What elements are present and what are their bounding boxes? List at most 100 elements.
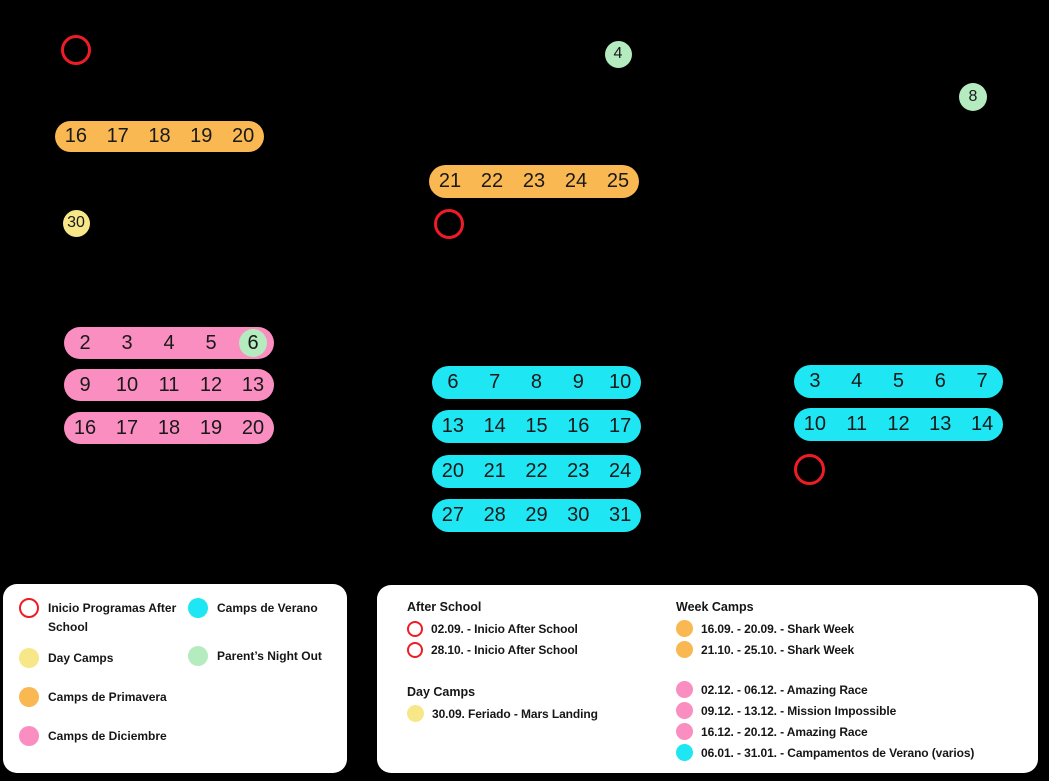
october-program-start-ring-icon (434, 209, 464, 239)
orange-dot-icon (676, 620, 693, 637)
legend-item: Parent’s Night Out (188, 646, 343, 666)
calendar-day: 8 (530, 371, 543, 393)
calendar-day: 11 (158, 373, 180, 396)
event-group-title: Week Camps (676, 600, 754, 614)
event-row: 02.09. - Inicio After School (407, 618, 598, 639)
red-ring-icon (407, 620, 423, 637)
calendar-day: 31 (608, 504, 632, 526)
calendar-day: 9 (572, 371, 584, 393)
cyan-dot-icon (676, 744, 693, 761)
calendar-day: 18 (148, 125, 171, 147)
calendar-day: 12 (887, 413, 910, 435)
legend-label: Day Camps (48, 651, 114, 665)
calendar-day: 3 (121, 331, 133, 354)
calendar-day: 12 (199, 373, 223, 396)
calendar-day: 10 (115, 373, 139, 396)
event-group: Week Camps 16.09. - 20.09. - Shark Week 21… (676, 597, 974, 763)
event-label: 06.01. - 31.01. - Campamentos de Verano … (701, 745, 975, 760)
calendar-day: 14 (483, 415, 506, 437)
event-group-title: Day Camps (407, 685, 476, 699)
legend-item: Camps de Verano (188, 598, 343, 618)
calendar-day: 14 (970, 413, 994, 435)
legend-item: Camps de Diciembre (19, 726, 189, 746)
february-program-start-ring-icon (793, 453, 825, 485)
event-row: 21.10. - 25.10. - Shark Week (676, 639, 974, 660)
calendar-day: 13 (929, 413, 952, 435)
red-ring-icon (407, 641, 423, 658)
calendar-day: 15 (525, 415, 548, 437)
event-row: 02.12. - 06.12. - Amazing Race (676, 679, 974, 700)
calendar-day: 22 (525, 460, 548, 482)
pink-dot-icon (676, 702, 693, 719)
calendar-day: 3 (809, 370, 821, 392)
september-program-start-ring-icon (61, 35, 91, 65)
pink-dot-icon (676, 681, 693, 698)
legend-item: Camps de Primavera (19, 687, 189, 707)
event-row: 16.12. - 20.12. - Amazing Race (676, 721, 974, 742)
calendar-day: 17 (608, 415, 632, 437)
october-day-circle: 4 (604, 40, 632, 68)
calendar-day: 19 (199, 416, 223, 439)
calendar-day: 23 (567, 460, 590, 482)
event-label: 21.10. - 25.10. - Shark Week (701, 642, 855, 657)
calendar-day: 24 (564, 170, 588, 192)
calendar-day: 29 (525, 504, 548, 526)
calendar-day: 5 (892, 370, 905, 392)
legend-label: Parent’s Night Out (217, 649, 322, 663)
event-spacer (676, 660, 974, 679)
calendar-day: 2 (79, 331, 91, 354)
event-label: 16.09. - 20.09. - Shark Week (701, 621, 855, 636)
calendar-day: 21 (483, 460, 506, 482)
calendar-day: 25 (606, 170, 630, 192)
event-label: 09.12. - 13.12. - Mission Impossible (701, 703, 897, 718)
green-dot-icon (188, 646, 208, 666)
calendar-day: 16 (73, 416, 97, 439)
legend-label: Inicio Programas After School (48, 601, 177, 634)
calendar-day: 21 (438, 170, 462, 192)
pink-dot-icon (19, 726, 39, 746)
calendar-day: 4 (163, 331, 175, 354)
calendar-day: 17 (115, 416, 139, 439)
calendar-day: 13 (441, 415, 465, 437)
event-row: 16.09. - 20.09. - Shark Week (676, 618, 974, 639)
event-label: 28.10. - Inicio After School (431, 642, 578, 657)
orange-dot-icon (19, 687, 39, 707)
calendar-day: 11 (846, 413, 868, 435)
calendar-day: 6 (934, 370, 946, 392)
red-ring-icon (19, 598, 39, 618)
calendar-day: 20 (241, 416, 265, 439)
calendar-day: 30 (567, 504, 590, 526)
calendar-day: 7 (976, 370, 988, 392)
event-label: 02.12. - 06.12. - Amazing Race (701, 682, 868, 697)
calendar-day: 10 (803, 413, 827, 435)
yellow-dot-icon (407, 705, 424, 722)
february-camp-week-pill: 10 11 12 13 14 (794, 408, 1003, 441)
calendar-day: 17 (106, 125, 129, 147)
september-day-circle: 30 (62, 209, 90, 237)
event-label: 02.09. - Inicio After School (431, 621, 578, 636)
events-column-2: Week Camps 16.09. - 20.09. - Shark Week 21… (676, 597, 974, 763)
calendar-day: 18 (157, 416, 181, 439)
november-day-circle: 8 (959, 83, 987, 111)
orange-dot-icon (676, 641, 693, 658)
calendar-day: 19 (190, 125, 213, 147)
event-row: 28.10. - Inicio After School (407, 639, 598, 660)
event-row: 06.01. - 31.01. - Campamentos de Verano … (676, 742, 974, 763)
calendar-day: 23 (522, 170, 546, 192)
yellow-dot-icon (19, 648, 39, 668)
calendar-day: 6 (447, 371, 459, 393)
